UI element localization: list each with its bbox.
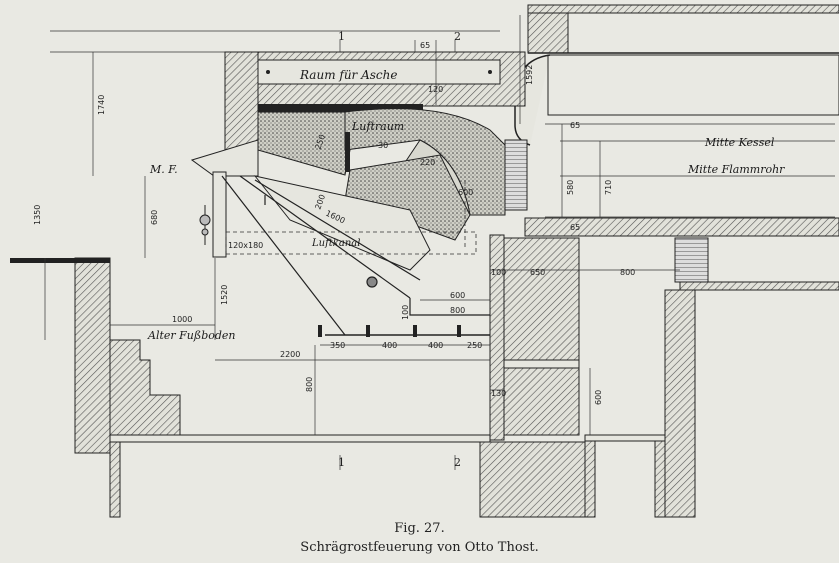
dashed-outlines xyxy=(225,180,477,255)
label-air-chamber: Luftraum xyxy=(351,120,404,133)
dim-600-arch: 600 xyxy=(458,188,473,197)
dim-2200: 2200 xyxy=(280,350,300,359)
dim-600-top: 600 xyxy=(450,291,465,300)
dim-120: 120 xyxy=(428,85,443,94)
lower-masonry xyxy=(10,139,839,518)
label-boiler-center: Mitte Kessel xyxy=(704,136,775,149)
section-marker-1-bottom: 1 xyxy=(338,456,345,469)
dim-650: 650 xyxy=(530,268,545,277)
dim-350: 350 xyxy=(330,341,345,350)
dim-100-b: 100 xyxy=(401,305,410,320)
dim-800-mid: 800 xyxy=(450,306,465,315)
label-old-floor: Alter Fußboden xyxy=(147,329,236,342)
grate-supports xyxy=(318,325,461,337)
dim-710: 710 xyxy=(604,180,613,195)
label-mf: M. F. xyxy=(149,163,178,176)
crank-handle xyxy=(199,205,211,245)
inclined-grate xyxy=(221,175,490,336)
dim-680: 680 xyxy=(150,210,159,225)
dim-120x180: 120x180 xyxy=(228,241,263,250)
section-marker-2-bottom: 2 xyxy=(454,456,461,469)
dim-100: 100 xyxy=(491,268,506,277)
dim-800-right: 800 xyxy=(620,268,635,277)
dim-65-r1: 65 xyxy=(570,121,580,130)
dim-220: 220 xyxy=(420,158,435,167)
section-marker-1-top: 1 xyxy=(338,30,345,43)
boiler-shell xyxy=(514,4,839,237)
dim-65-top: 65 xyxy=(420,41,430,50)
dim-1740: 1740 xyxy=(97,95,106,115)
dim-800-left: 800 xyxy=(305,377,314,392)
dim-1520: 1520 xyxy=(220,285,229,305)
label-air-channel: Luftkanal xyxy=(311,238,360,249)
dim-65-r2: 65 xyxy=(570,223,580,232)
figure-number: Fig. 27. xyxy=(394,521,445,536)
figure-title: Schrägrostfeuerung von Otto Thost. xyxy=(300,540,539,555)
dim-580: 580 xyxy=(566,180,575,195)
dim-130: 130 xyxy=(491,389,506,398)
label-ash-chamber: Raum für Asche xyxy=(299,68,397,82)
dim-1000: 1000 xyxy=(172,315,192,324)
firebox-wall xyxy=(190,51,259,258)
dim-400-b: 400 xyxy=(428,341,443,350)
dim-400-a: 400 xyxy=(382,341,397,350)
dim-30: 30 xyxy=(378,141,388,150)
label-flue-center: Mitte Flammrohr xyxy=(687,163,785,176)
ash-chamber-masonry xyxy=(224,51,526,112)
dim-1592: 1592 xyxy=(525,65,534,85)
dim-250: 250 xyxy=(467,341,482,350)
dim-600-right: 600 xyxy=(594,390,603,405)
dim-1350: 1350 xyxy=(33,205,42,225)
furnace-section-drawing: Raum für Asche Luftraum Luftkanal Mitte … xyxy=(10,4,839,518)
dimension-lines xyxy=(44,15,680,470)
section-marker-2-top: 2 xyxy=(454,30,461,43)
